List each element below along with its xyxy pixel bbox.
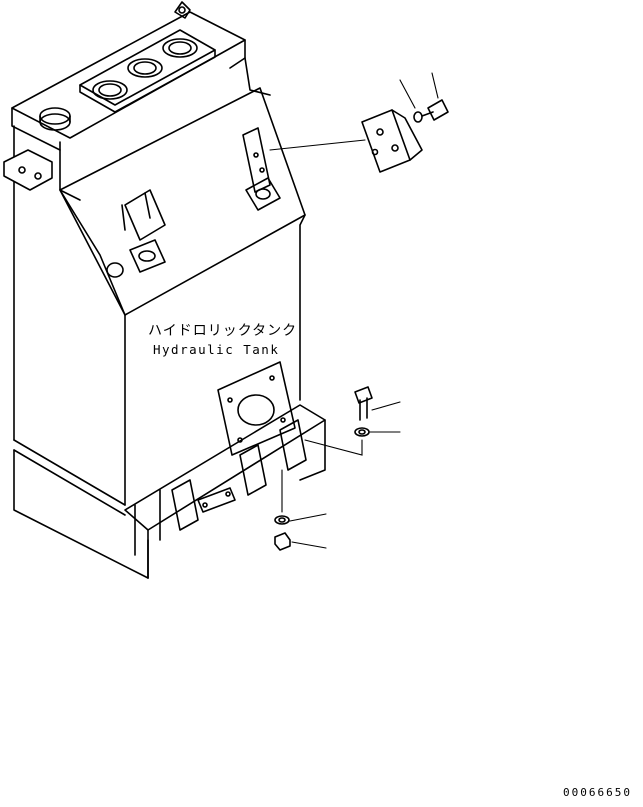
upper-bracket-assembly	[269, 99, 449, 173]
base-frame	[124, 404, 326, 579]
filler-cap	[39, 107, 71, 131]
lower-fastener-assembly	[274, 386, 373, 551]
tank-label-english: Hydraulic Tank	[153, 342, 279, 357]
drawing-number: 00066650	[563, 786, 632, 799]
leader-lines	[289, 72, 439, 549]
tank-label: ハイドロリックタンク Hydraulic Tank	[148, 323, 297, 357]
top-port-flanges	[79, 1, 216, 113]
lower-flange	[217, 361, 296, 456]
tank-label-japanese: ハイドロリックタンク	[148, 323, 297, 339]
front-panel-fittings	[106, 127, 281, 278]
